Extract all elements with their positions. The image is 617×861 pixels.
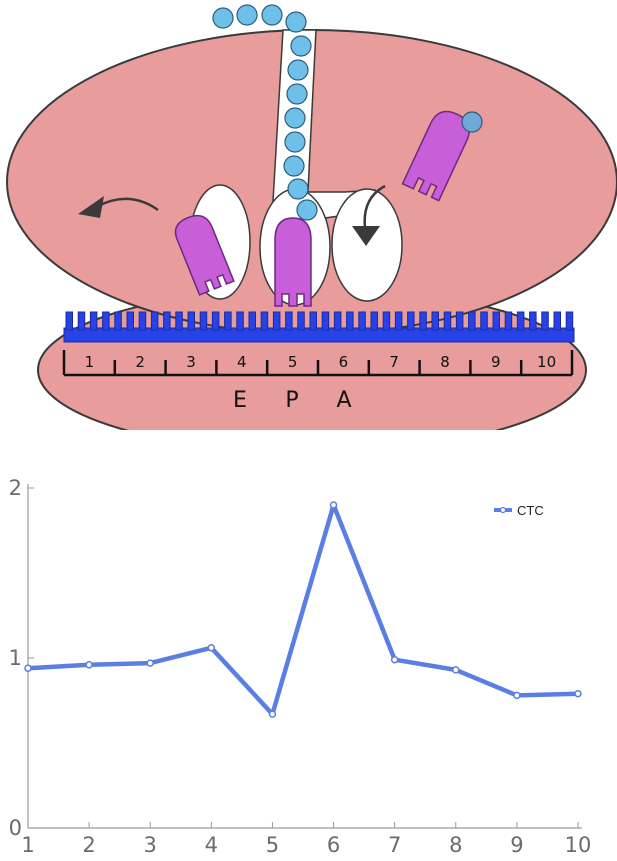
x-tick-label: 6 [327, 833, 340, 857]
entry-arrow [363, 184, 386, 229]
x-tick-label: 10 [565, 833, 592, 857]
site-label-p: P [285, 388, 298, 413]
position-label: 2 [135, 353, 145, 371]
data-point [24, 664, 32, 672]
exit-arrow-head [78, 196, 104, 218]
data-point [390, 655, 399, 664]
x-tick-label: 5 [266, 833, 279, 857]
site-label-a: A [336, 388, 351, 413]
x-tick-label: 4 [205, 833, 218, 857]
position-label: 8 [440, 353, 450, 371]
a-site-pocket [331, 188, 403, 302]
position-label: 10 [537, 353, 556, 371]
position-label: 6 [339, 353, 349, 371]
data-point [146, 659, 154, 667]
data-point [268, 710, 277, 718]
x-tick-label: 7 [388, 833, 401, 857]
data-point [513, 691, 521, 700]
position-label: 1 [85, 353, 95, 371]
exit-arrow [97, 197, 159, 212]
codon-ruler [62, 350, 574, 377]
y-tick-label: 0 [9, 816, 22, 840]
legend-label: CTC [517, 503, 544, 518]
position-label: 5 [288, 353, 298, 371]
e-site-trna [174, 214, 235, 296]
x-tick-label: 8 [449, 833, 462, 857]
entry-arrow-head [352, 226, 380, 246]
p-site-trna [274, 217, 312, 307]
position-label: 7 [389, 353, 399, 371]
x-tick-label: 3 [144, 833, 157, 857]
position-label: 4 [237, 353, 247, 371]
legend-marker [499, 506, 507, 514]
y-tick-label: 1 [9, 646, 22, 670]
data-point [329, 501, 338, 509]
position-label: 9 [491, 353, 501, 371]
x-tick-label: 1 [21, 833, 34, 857]
peptide-chain [212, 4, 318, 221]
x-tick-label: 2 [82, 833, 95, 857]
incoming-amino-acid [461, 111, 483, 133]
data-point [574, 689, 582, 698]
ribosome-diagram: 1 2 3 4 5 6 7 8 9 10 E P A [6, 4, 617, 430]
x-tick-label: 9 [510, 833, 523, 857]
site-label-e: E [233, 388, 247, 413]
mrna-strand [63, 311, 575, 343]
position-label: 3 [186, 353, 196, 371]
series-line [27, 502, 579, 717]
data-point [85, 661, 93, 669]
y-tick-label: 2 [9, 476, 22, 500]
data-point [207, 644, 216, 652]
data-point [452, 666, 460, 674]
